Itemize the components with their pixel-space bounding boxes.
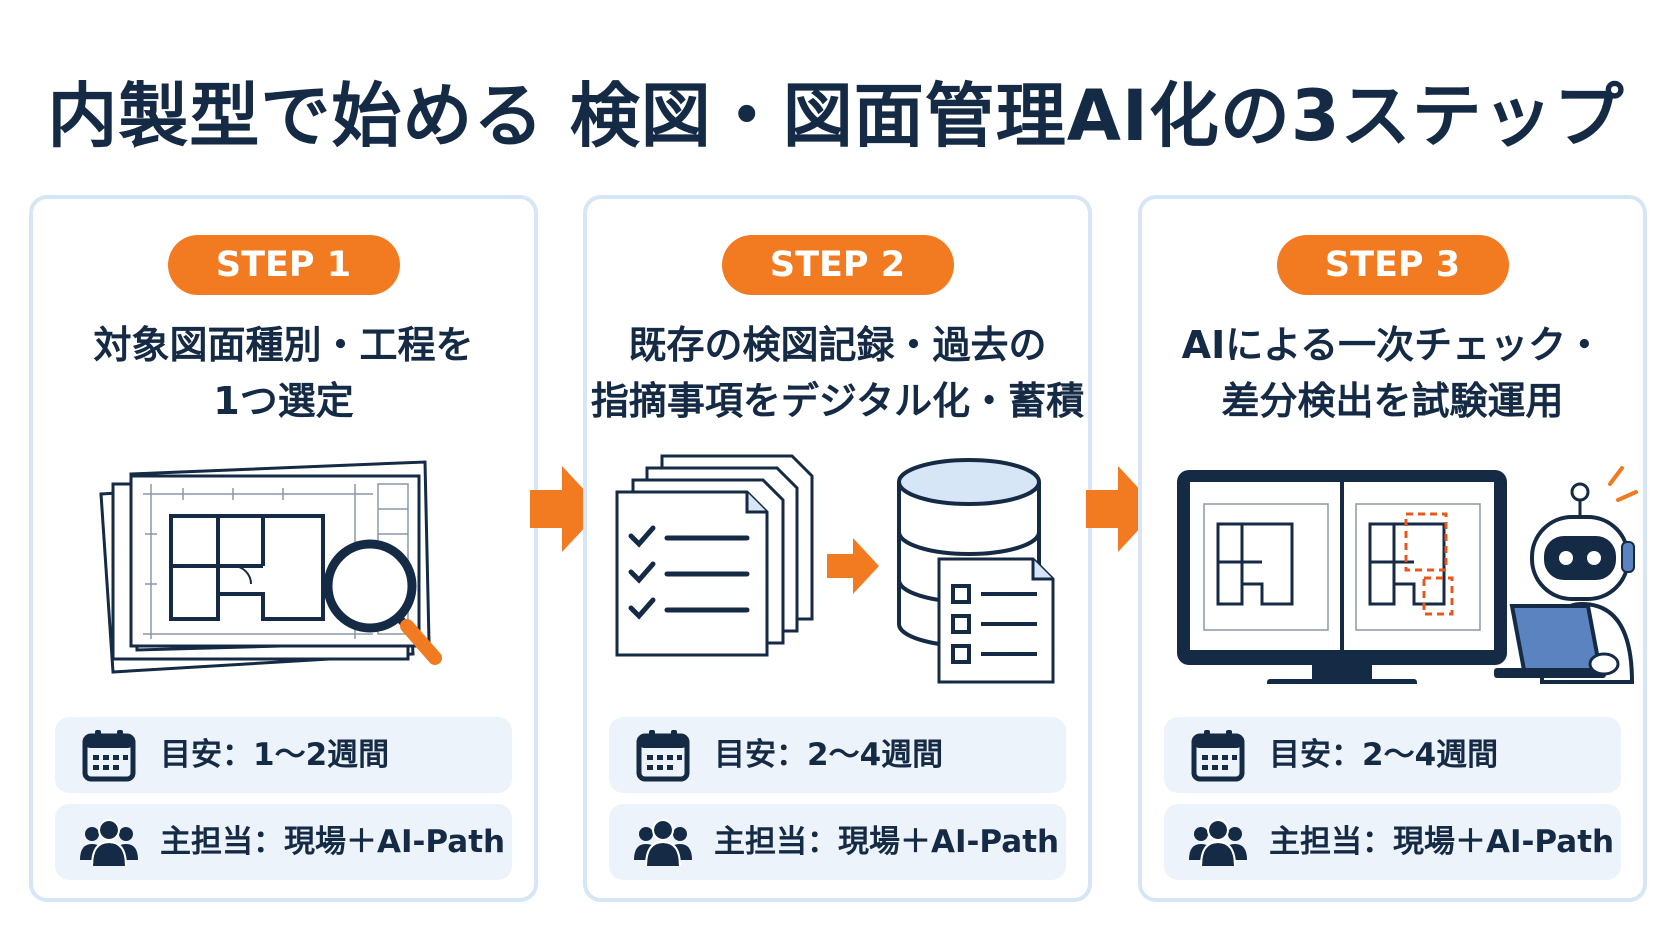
step-2-heading: 既存の検図記録・過去の 指摘事項をデジタル化・蓄積 (587, 317, 1088, 429)
step-2-card: STEP 2 既存の検図記録・過去の 指摘事項をデジタル化・蓄積 (583, 195, 1092, 902)
step-2-owner-text: 主担当：現場＋AI-Path (714, 824, 1060, 860)
step-1-schedule: 目安：1〜2週間 (55, 717, 512, 793)
step-3-badge: STEP 3 (1276, 235, 1509, 295)
step-1-heading-line2: 1つ選定 (213, 379, 354, 423)
page-title: 内製型で始める 検図・図面管理AI化の3ステップ (47, 75, 1625, 157)
calendar-icon (79, 727, 139, 783)
step-1-owner: 主担当：現場＋AI-Path (55, 804, 512, 880)
step-3-heading-line1: AIによる一次チェック・ (1181, 323, 1604, 367)
step-3-owner: 主担当：現場＋AI-Path (1164, 804, 1621, 880)
step-3-schedule-text: 目安：2〜4週間 (1269, 737, 1499, 773)
step-2-schedule: 目安：2〜4週間 (609, 717, 1066, 793)
step-1-heading: 対象図面種別・工程を 1つ選定 (33, 317, 534, 429)
step-3-owner-text: 主担当：現場＋AI-Path (1269, 824, 1615, 860)
step-2-owner: 主担当：現場＋AI-Path (609, 804, 1066, 880)
monitor-robot-diff-icon (1177, 466, 1638, 684)
step-3-card: STEP 3 AIによる一次チェック・ 差分検出を試験運用 (1138, 195, 1647, 902)
step-1-badge: STEP 1 (167, 235, 400, 295)
step-1-card: STEP 1 対象図面種別・工程を 1つ選定 (29, 195, 538, 902)
step-1-schedule-text: 目安：1〜2週間 (160, 737, 390, 773)
step-2-heading-line1: 既存の検図記録・過去の (628, 323, 1047, 367)
step-3-schedule: 目安：2〜4週間 (1164, 717, 1621, 793)
drawings-magnifier-icon (99, 460, 442, 674)
team-icon (79, 814, 139, 870)
checklists-to-database-icon (615, 454, 1055, 684)
step-2-badge: STEP 2 (721, 235, 954, 295)
step-3-heading: AIによる一次チェック・ 差分検出を試験運用 (1142, 317, 1643, 429)
step-2-heading-line2: 指摘事項をデジタル化・蓄積 (590, 379, 1085, 423)
calendar-icon (1188, 727, 1248, 783)
calendar-icon (633, 727, 693, 783)
team-icon (633, 814, 693, 870)
step-3-heading-line2: 差分検出を試験運用 (1221, 379, 1564, 423)
team-icon (1188, 814, 1248, 870)
step-2-schedule-text: 目安：2〜4週間 (714, 737, 944, 773)
step-1-heading-line1: 対象図面種別・工程を (93, 323, 474, 367)
step-1-owner-text: 主担当：現場＋AI-Path (160, 824, 506, 860)
